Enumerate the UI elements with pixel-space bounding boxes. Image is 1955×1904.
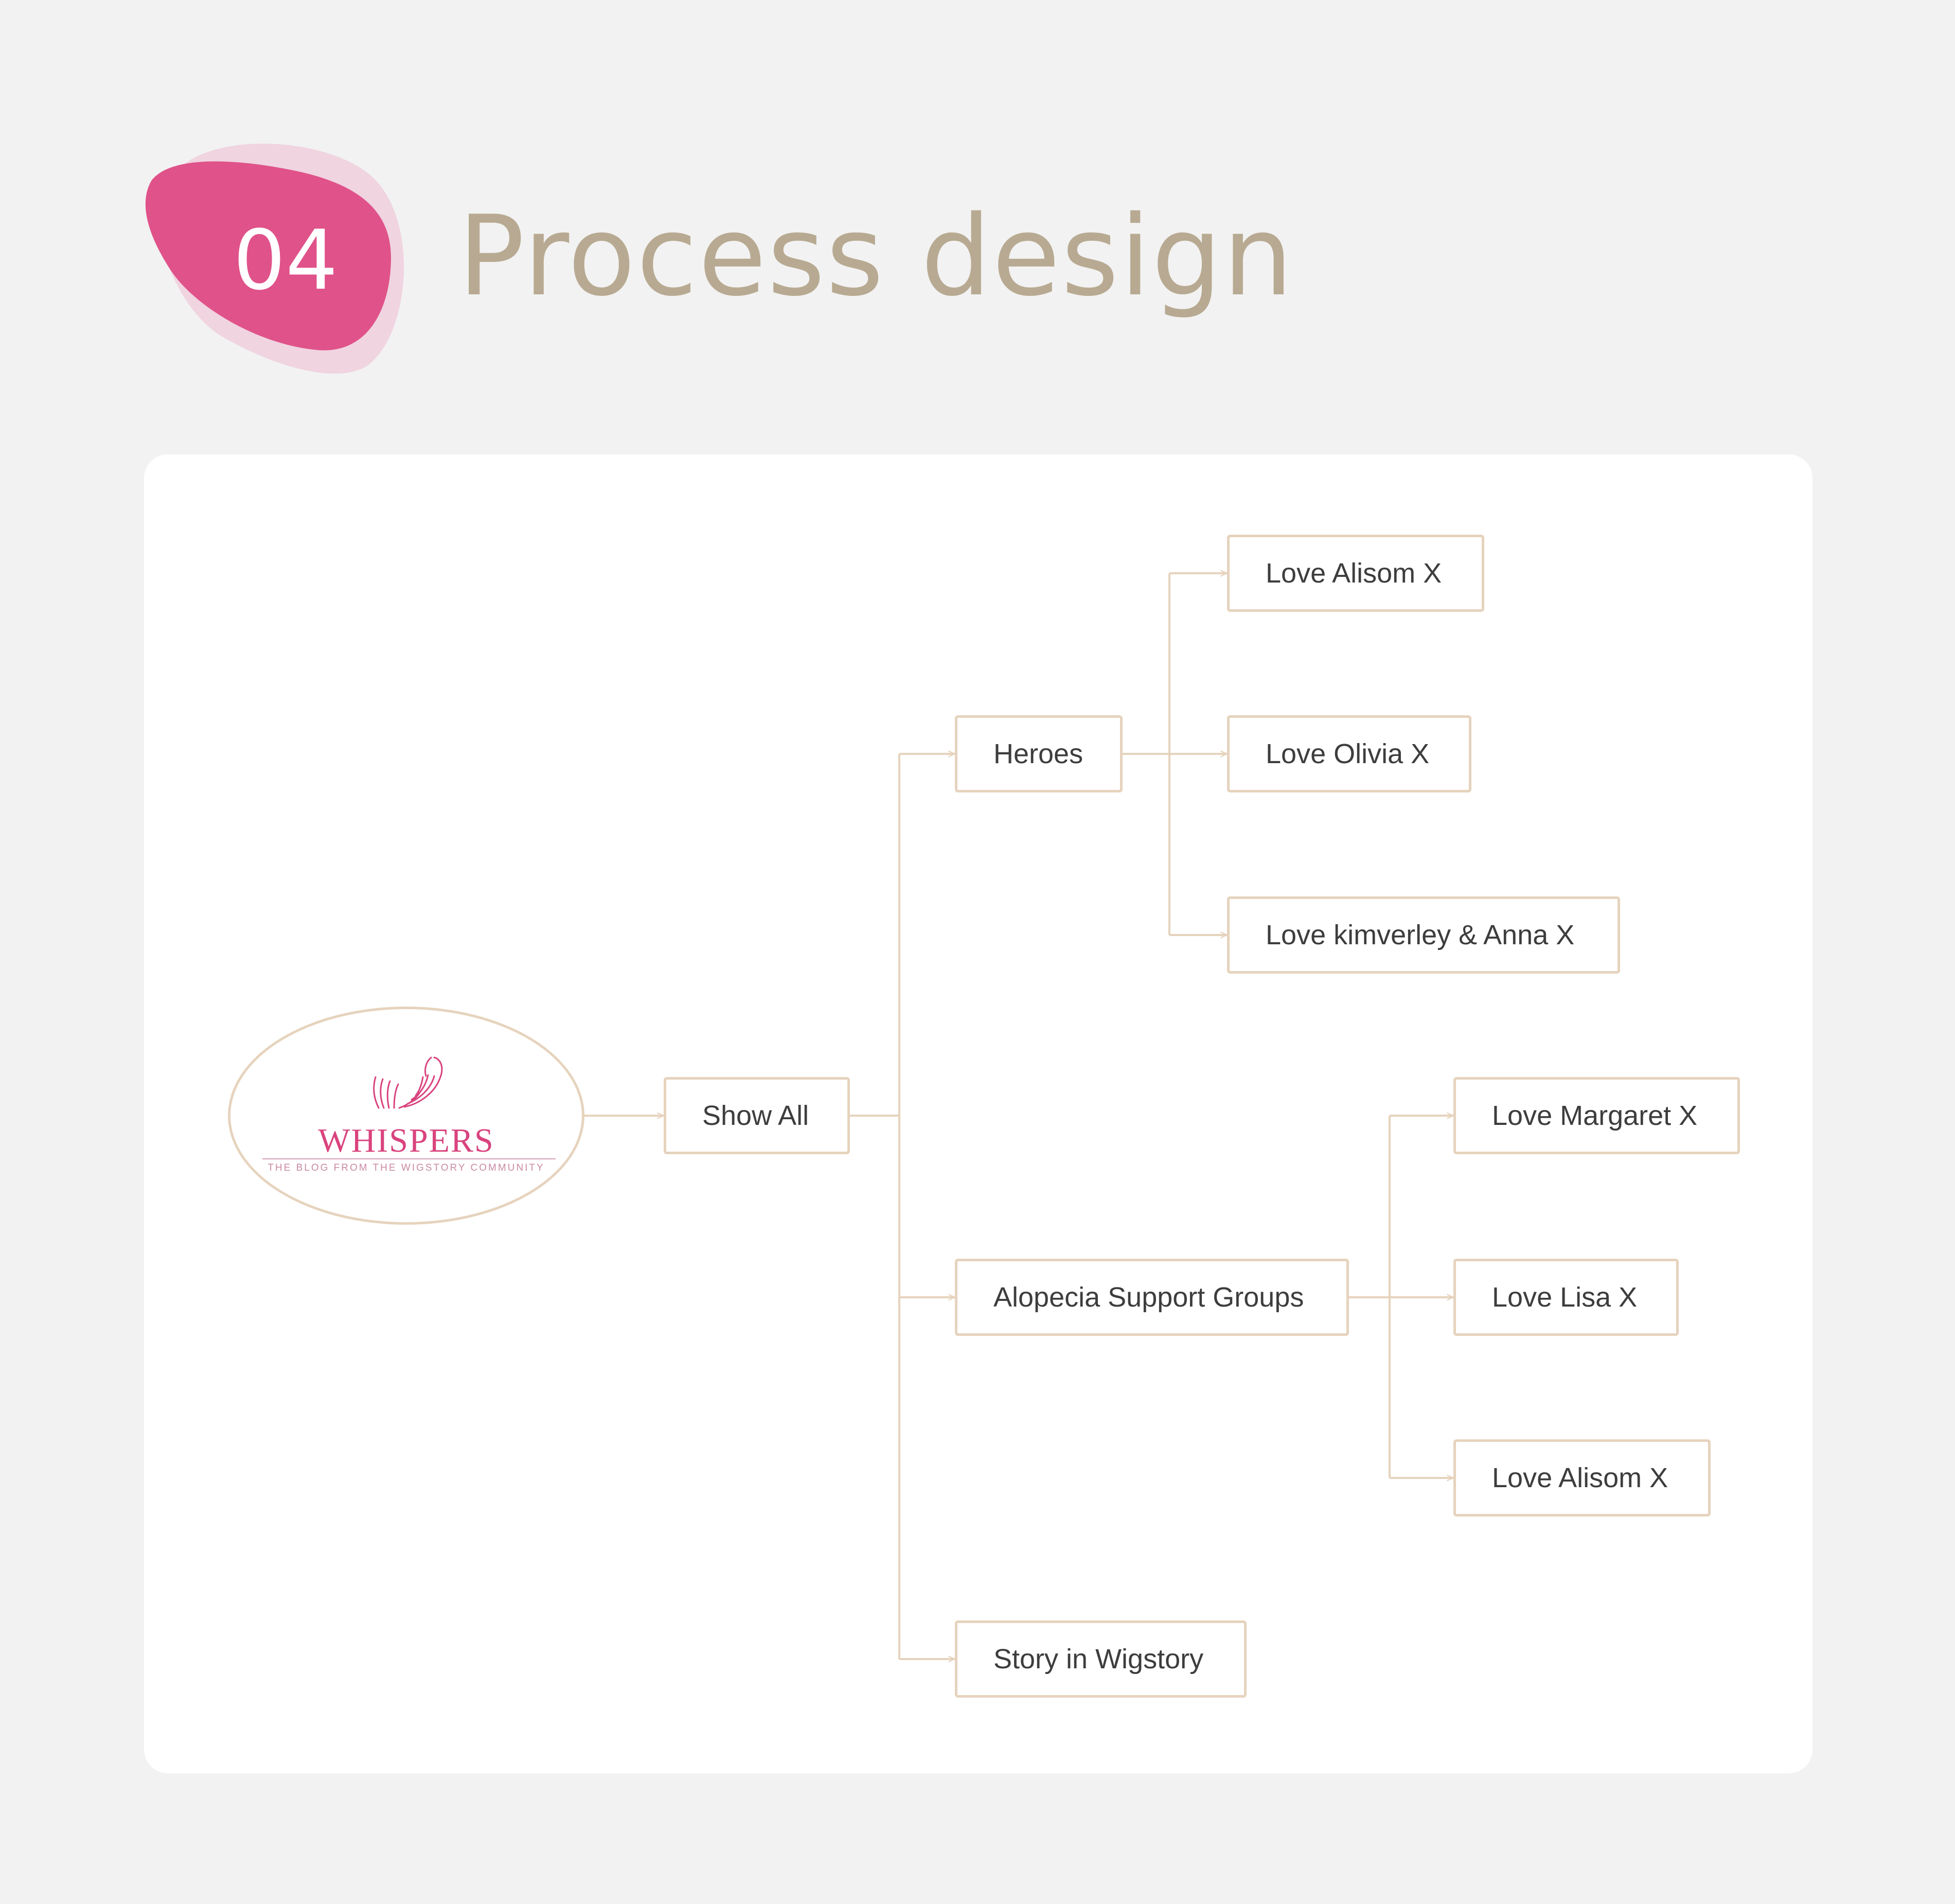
node-love-alisom-2[interactable]: Love Alisom X <box>1453 1439 1711 1517</box>
node-love-kimverley-anna[interactable]: Love kimverley & Anna X <box>1227 896 1620 974</box>
section-number: 04 <box>233 211 338 308</box>
node-heroes[interactable]: Heroes <box>955 715 1123 792</box>
node-love-alisom[interactable]: Love Alisom X <box>1227 535 1484 612</box>
logo-tagline: THE BLOG FROM THE WIGSTORY COMMUNITY <box>268 1162 545 1173</box>
page-title: Process design <box>458 191 1294 321</box>
node-love-lisa[interactable]: Love Lisa X <box>1453 1259 1679 1336</box>
node-show-all[interactable]: Show All <box>664 1077 850 1154</box>
feather-hand-icon <box>373 1056 443 1109</box>
node-alopecia-support-groups[interactable]: Alopecia Support Groups <box>955 1259 1349 1336</box>
logo-wordmark: WHISPERS <box>318 1122 494 1159</box>
node-story-in-wigstory[interactable]: Story in Wigstory <box>955 1620 1247 1698</box>
root-node-whispers[interactable]: WHISPERS THE BLOG FROM THE WIGSTORY COMM… <box>228 1007 584 1225</box>
logo-divider <box>262 1158 556 1159</box>
badge-blob-shape <box>145 144 404 374</box>
node-love-olivia[interactable]: Love Olivia X <box>1227 715 1471 792</box>
section-badge: 04 <box>141 139 419 376</box>
node-love-margaret[interactable]: Love Margaret X <box>1453 1077 1740 1154</box>
